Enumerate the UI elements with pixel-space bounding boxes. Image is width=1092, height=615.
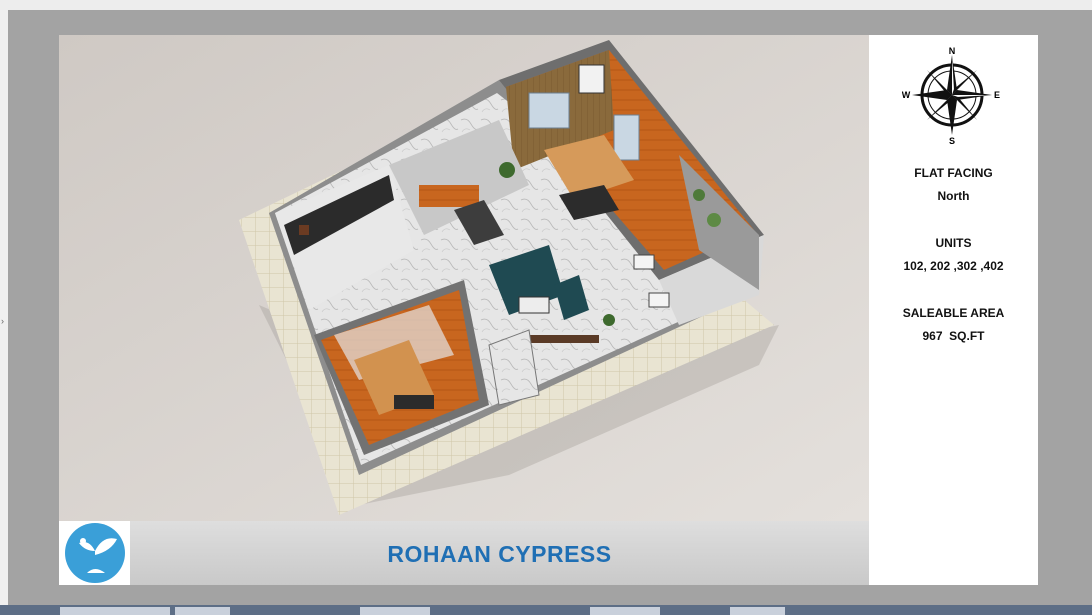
window-top-bar <box>0 0 1092 10</box>
project-title-bar: ROHAAN CYPRESS <box>130 521 869 585</box>
compass-west: W <box>902 90 911 100</box>
units-label: UNITS <box>935 236 972 250</box>
saleable-area-label: SALEABLE AREA <box>902 306 1005 320</box>
units-value: 102, 202 ,302 ,402 <box>903 259 1004 273</box>
slide-canvas: ROHAAN CYPRESS N S E W FLAT FACING North… <box>59 35 1038 585</box>
compass-east: E <box>994 90 1000 100</box>
taskbar-tab[interactable] <box>360 607 430 615</box>
flat-facing-label: FLAT FACING <box>914 166 993 180</box>
floor-plan-render <box>59 35 869 521</box>
compass-rose-icon: N S E W <box>902 46 1000 145</box>
info-panel: N S E W FLAT FACING North UNITS 102, 202… <box>869 35 1038 585</box>
flat-facing-value: North <box>937 189 970 203</box>
taskbar-tab[interactable] <box>730 607 785 615</box>
taskbar-tab[interactable] <box>60 607 170 615</box>
left-scroll-strip: › <box>0 10 8 615</box>
tree-logo-icon <box>65 523 125 583</box>
compass-south: S <box>949 136 955 145</box>
saleable-area-value: 967 SQ.FT <box>922 329 985 343</box>
scroll-tick-icon: › <box>1 316 4 326</box>
window-bottom-bar <box>0 605 1092 615</box>
taskbar-tab[interactable] <box>590 607 660 615</box>
compass-north: N <box>949 46 956 56</box>
taskbar-tab[interactable] <box>175 607 230 615</box>
floor-plan-3d-image <box>59 35 869 521</box>
company-logo <box>59 521 130 585</box>
project-name: ROHAAN CYPRESS <box>387 541 612 567</box>
